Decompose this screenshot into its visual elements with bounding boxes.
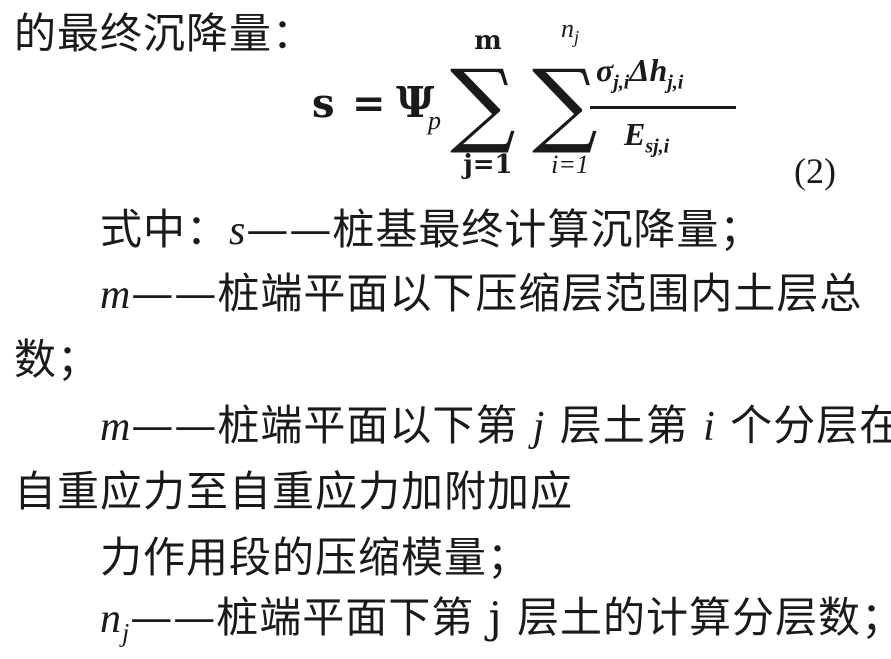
definition-m2-cont-2: 力作用段的压缩模量； bbox=[100, 532, 530, 584]
sum1-lower-limit: j=1 bbox=[463, 150, 513, 180]
sum1-symbol: ∑ bbox=[450, 50, 516, 157]
intro-text: 的最终沉降量： bbox=[14, 9, 316, 58]
fraction-numerator: σj,iΔhj,i bbox=[596, 52, 683, 94]
fraction-denominator: Esj,i bbox=[624, 116, 669, 158]
equation-number: (2) bbox=[794, 151, 836, 191]
formula-psi: Ψ bbox=[396, 78, 435, 127]
sum2-upper-sub: j bbox=[573, 27, 579, 48]
definition-m2-continuation-1: 自重应力至自重应力加附加应 bbox=[14, 467, 574, 516]
definition-nj-text: ——桩端平面下第 j 层土的计算分层数； bbox=[130, 593, 891, 642]
sum2-upper-n: n bbox=[560, 14, 574, 43]
sum2-lower-limit: i=1 bbox=[551, 150, 589, 179]
sum1-upper-limit: m bbox=[474, 26, 502, 56]
intro-line: 的最终沉降量： bbox=[14, 8, 315, 60]
denominator-e: E bbox=[624, 116, 646, 152]
var-j: j bbox=[532, 404, 546, 450]
definition-m2-text-b: 层土第 bbox=[545, 401, 704, 450]
definition-m2-continuation-2: 力作用段的压缩模量； bbox=[100, 533, 531, 582]
definition-m2-text-a: ——桩端平面以下第 bbox=[131, 401, 533, 450]
formula-equals: = bbox=[352, 80, 386, 127]
definition-m2-cont-1: 自重应力至自重应力加附加应 bbox=[14, 466, 573, 518]
definition-m-2: m——桩端平面以下第 j 层土第 i 个分层在 bbox=[100, 400, 891, 453]
fraction-bar bbox=[590, 106, 736, 109]
denominator-sub: sj,i bbox=[645, 135, 670, 158]
numerator-sigma-sub: j,i bbox=[613, 71, 630, 94]
numerator-delta-sub: j,i bbox=[667, 71, 684, 94]
definition-s-text: ——桩基最终计算沉降量； bbox=[246, 205, 763, 254]
var-m-2: m bbox=[100, 404, 132, 450]
definition-s: 式中：s——桩基最终计算沉降量； bbox=[100, 204, 762, 257]
var-n-sub: j bbox=[122, 618, 131, 648]
var-n: n bbox=[100, 596, 122, 642]
definition-m-cont: 数； bbox=[14, 334, 100, 386]
definition-prefix: 式中： bbox=[100, 205, 230, 254]
var-s: s bbox=[229, 208, 247, 254]
definition-nj: nj——桩端平面下第 j 层土的计算分层数； bbox=[100, 592, 891, 659]
formula-psi-subscript: p bbox=[428, 106, 441, 135]
sum2-upper-limit: nj bbox=[530, 14, 610, 52]
formula-lhs: s bbox=[312, 80, 335, 127]
numerator-delta-h: Δh bbox=[629, 52, 668, 88]
numerator-sigma: σ bbox=[596, 52, 614, 88]
definition-m-text: ——桩端平面以下压缩层范围内土层总 bbox=[131, 269, 863, 318]
var-i: i bbox=[703, 404, 716, 450]
formula-block: s = Ψ p m ∑ j=1 nj ∑ i=1 σj,iΔhj,i Esj,i… bbox=[0, 0, 891, 200]
definition-m-1: m——桩端平面以下压缩层范围内土层总 bbox=[100, 268, 862, 321]
sum2-symbol: ∑ bbox=[532, 50, 598, 157]
definition-m-continuation: 数； bbox=[14, 335, 101, 384]
var-m: m bbox=[100, 272, 132, 318]
definition-m2-text-c: 个分层在 bbox=[715, 401, 891, 450]
